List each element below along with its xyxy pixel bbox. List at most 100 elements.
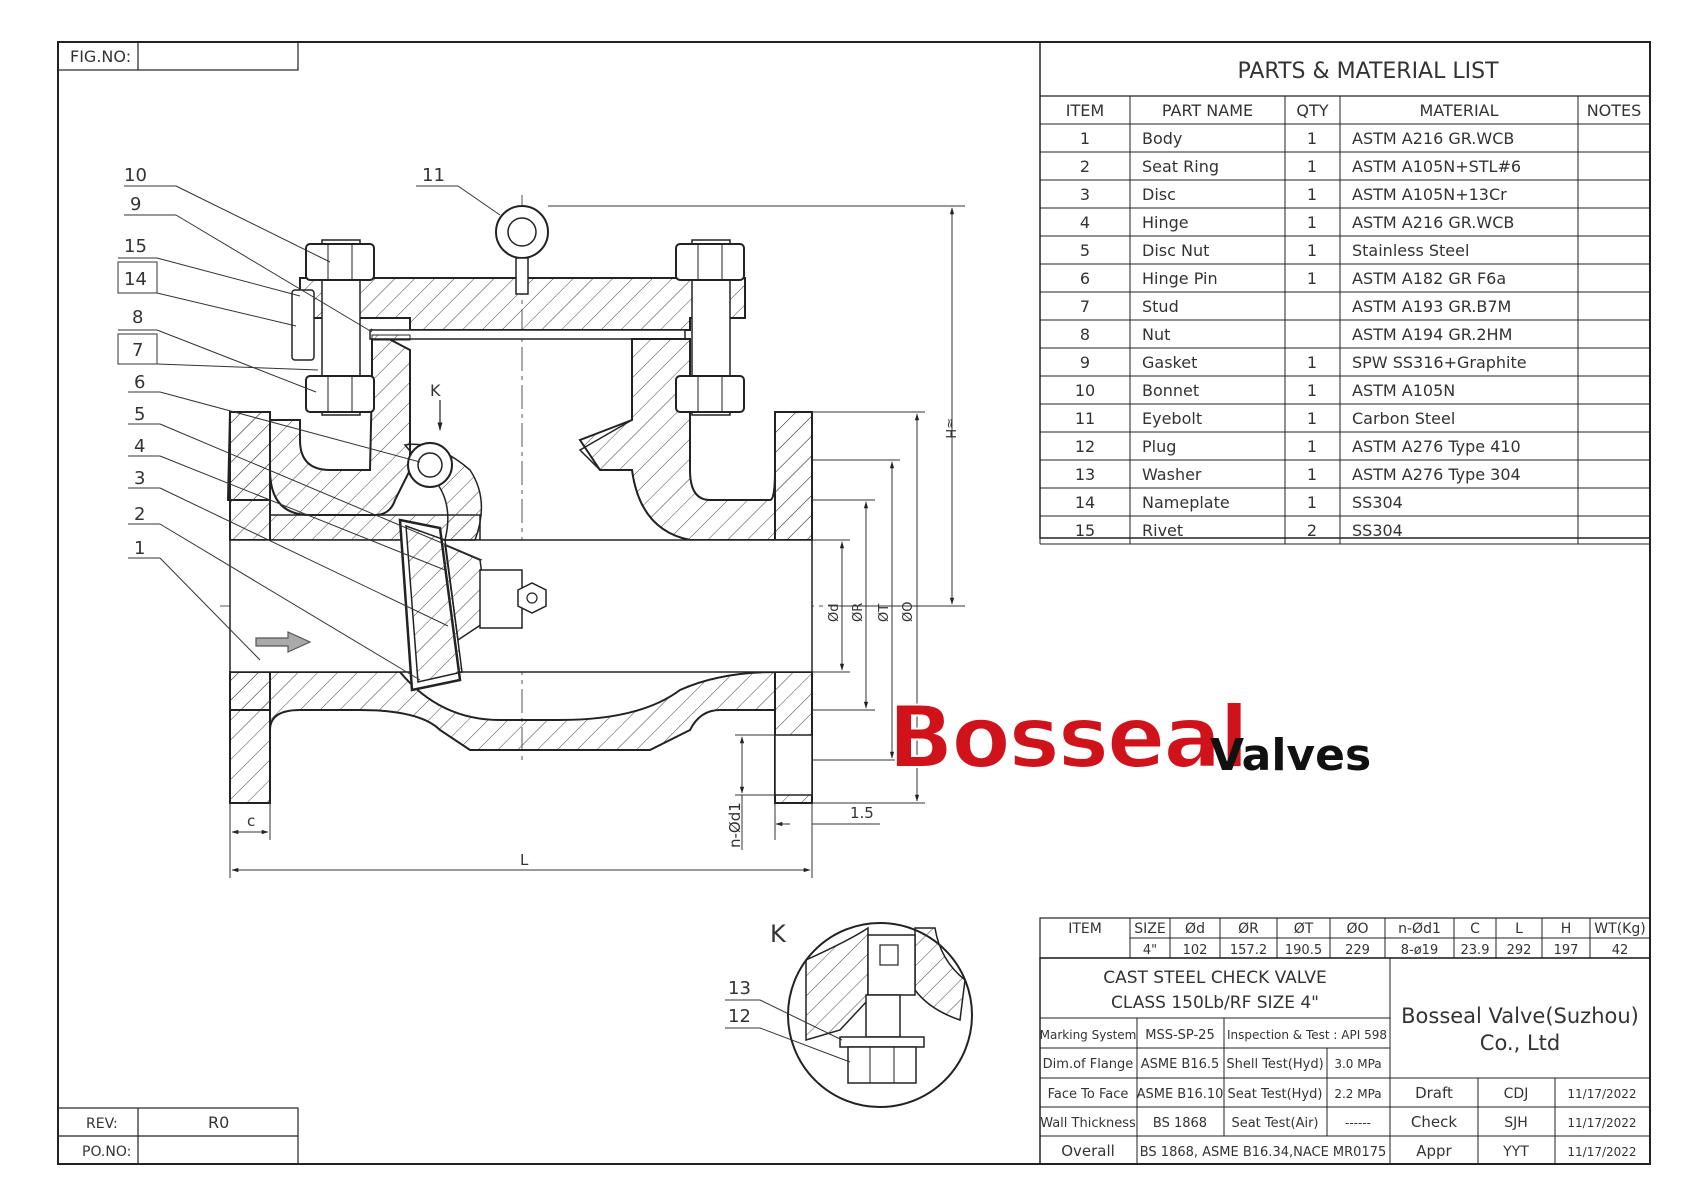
body-lower [229, 670, 776, 751]
parts-row-4-item: 4 [1080, 213, 1090, 232]
callout-8: 8 [132, 307, 143, 328]
appr-date: 11/17/2022 [1567, 1145, 1636, 1159]
bosseal-logo: Bosseal Valves [887, 687, 1371, 789]
shell-test-value: 3.0 MPa [1334, 1057, 1381, 1071]
parts-row-9-item: 9 [1080, 353, 1090, 372]
parts-row-3-qty: 1 [1307, 185, 1317, 204]
gasket [369, 329, 686, 340]
parts-row-1-name: Body [1142, 129, 1182, 148]
seat-test-air-label: Seat Test(Air) [1231, 1116, 1318, 1131]
detail-view-k: K 13 12 [725, 920, 973, 1108]
dim-header-7: C [1470, 921, 1480, 937]
parts-row-13-name: Washer [1142, 465, 1202, 484]
parts-row-7-material: ASTM A193 GR.B7M [1352, 297, 1511, 316]
parts-row-12-qty: 1 [1307, 437, 1317, 456]
dim-r-label: ØR [851, 603, 866, 622]
parts-row-13-material: ASTM A276 Type 304 [1352, 465, 1521, 484]
dim-value-5: 229 [1345, 943, 1370, 958]
parts-row-4-name: Hinge [1142, 213, 1189, 232]
parts-row-7-name: Stud [1142, 297, 1179, 316]
parts-row-9-material: SPW SS316+Graphite [1352, 353, 1527, 372]
callout-1: 1 [134, 538, 145, 559]
dim-header-5: ØO [1346, 921, 1368, 937]
callout-7: 7 [132, 340, 143, 361]
parts-row-10-name: Bonnet [1142, 381, 1199, 400]
seat-test-air-value: ------ [1345, 1116, 1371, 1130]
parts-row-11-item: 11 [1075, 409, 1095, 428]
detail-washer [839, 1036, 925, 1048]
dim-value-9: 197 [1554, 943, 1579, 958]
company-line-1: Bosseal Valve(Suzhou) [1401, 1004, 1639, 1028]
parts-row-6-qty: 1 [1307, 269, 1317, 288]
draft-label: Draft [1415, 1084, 1453, 1102]
parts-row-2-name: Seat Ring [1142, 157, 1219, 176]
logo-brand: Bosseal [888, 688, 1247, 788]
disc-nut [479, 569, 523, 629]
rev-label: REV: [86, 1116, 118, 1132]
stud-nut-right [675, 239, 745, 416]
nameplate [291, 289, 315, 361]
stud-nut-left [291, 239, 375, 416]
overall-label: Overall [1061, 1142, 1115, 1160]
seat-test-hyd-label: Seat Test(Hyd) [1228, 1087, 1323, 1102]
dimension-labels: c L 1.5 n-Ød1 Ød ØR ØT ØO ≈H [247, 418, 957, 869]
detail-callout-12: 12 [728, 1006, 751, 1027]
parts-row-13-qty: 1 [1307, 465, 1317, 484]
face-to-face-label: Face To Face [1048, 1087, 1129, 1102]
dim-header-8: L [1515, 921, 1523, 937]
dim-c-label: c [247, 812, 255, 830]
fig-no-label: FIG.NO: [70, 47, 131, 66]
valve-cross-section: K 10 9 15 14 8 7 6 [117, 165, 965, 878]
parts-row-9-qty: 1 [1307, 353, 1317, 372]
shell-test-label: Shell Test(Hyd) [1226, 1057, 1323, 1072]
parts-header-0: ITEM [1066, 101, 1104, 120]
detail-plug [847, 1046, 917, 1084]
parts-row-15-item: 15 [1075, 521, 1095, 540]
parts-header-1: PART NAME [1162, 101, 1253, 120]
left-flange-upper-block [229, 411, 271, 541]
dim-value-4: 190.5 [1285, 943, 1322, 958]
dim-o-label: ØO [901, 602, 916, 622]
check-by: SJH [1504, 1115, 1528, 1131]
callout-3: 3 [134, 468, 145, 489]
parts-row-10-item: 10 [1075, 381, 1095, 400]
dim-value-6: 8-ø19 [1401, 943, 1438, 958]
parts-row-7-item: 7 [1080, 297, 1090, 316]
detail-callout-13: 13 [728, 978, 751, 999]
parts-row-10-qty: 1 [1307, 381, 1317, 400]
dim-flange-value: ASME B16.5 [1141, 1057, 1220, 1072]
parts-row-14-item: 14 [1075, 493, 1095, 512]
dim-l-label: L [520, 851, 529, 869]
wall-thickness-label: Wall Thickness [1040, 1116, 1136, 1131]
appr-label: Appr [1416, 1142, 1452, 1160]
dim-nd1-label: n-Ød1 [726, 802, 744, 848]
parts-row-15-name: Rivet [1142, 521, 1183, 540]
inspection-label: Inspection & Test : API 598 [1227, 1028, 1387, 1042]
parts-header-3: MATERIAL [1419, 101, 1498, 120]
parts-row-15-qty: 2 [1307, 521, 1317, 540]
parts-row-1-material: ASTM A216 GR.WCB [1352, 129, 1514, 148]
view-k-marker: K [430, 381, 441, 400]
parts-row-5-name: Disc Nut [1142, 241, 1209, 260]
callout-leaders [118, 185, 501, 681]
body-upper-left [269, 328, 411, 516]
dim-header-6: n-Ød1 [1398, 921, 1441, 937]
dim-t-label: ØT [877, 604, 892, 622]
check-date: 11/17/2022 [1567, 1116, 1636, 1130]
marking-system-label: Marking System [1040, 1028, 1137, 1042]
marking-system-value: MSS-SP-25 [1145, 1028, 1214, 1043]
dim-header-4: ØT [1294, 921, 1314, 937]
draft-by: CDJ [1504, 1086, 1529, 1102]
parts-list-title: PARTS & MATERIAL LIST [1237, 59, 1499, 84]
company-line-2: Co., Ltd [1480, 1031, 1560, 1055]
parts-row-5-material: Stainless Steel [1352, 241, 1469, 260]
parts-row-6-name: Hinge Pin [1142, 269, 1218, 288]
parts-row-4-qty: 1 [1307, 213, 1317, 232]
parts-row-6-material: ASTM A182 GR F6a [1352, 269, 1506, 288]
dim-value-2: 102 [1183, 943, 1208, 958]
parts-row-1-qty: 1 [1307, 129, 1317, 148]
parts-row-3-name: Disc [1142, 185, 1176, 204]
callout-labels: 10 9 15 14 8 7 6 5 4 3 2 1 11 [117, 165, 445, 559]
